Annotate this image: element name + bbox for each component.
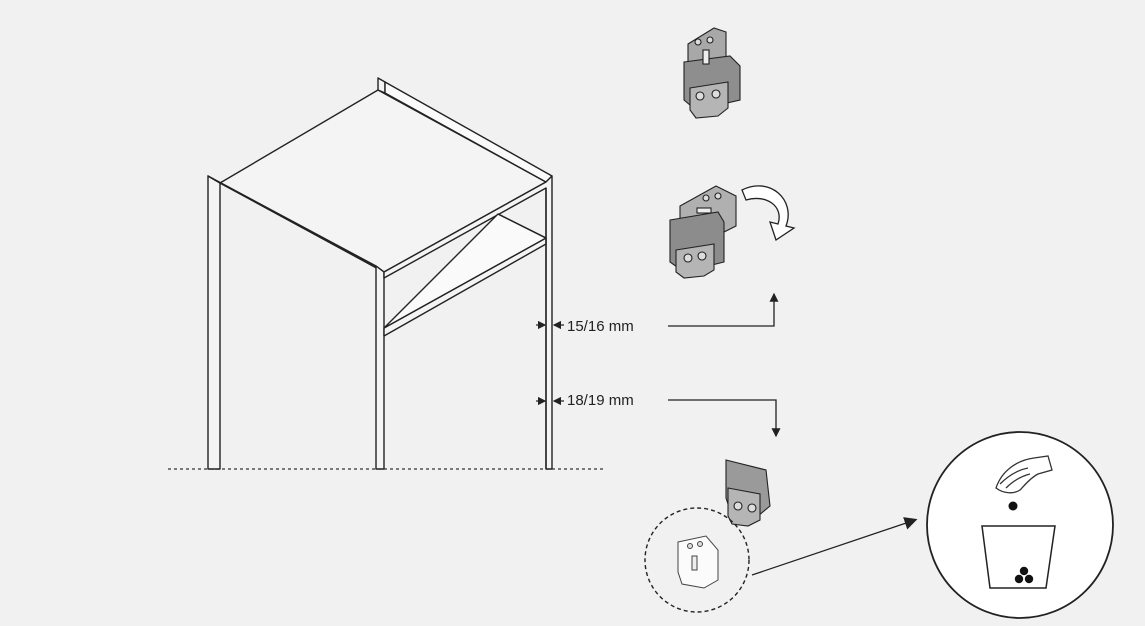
removed-plate-icon [677, 535, 719, 589]
leader-up-arrow [668, 292, 779, 327]
leader-discard-arrow [751, 517, 918, 576]
cabinet-back-rail [377, 77, 386, 94]
trash-bin-discard-icon [981, 525, 1056, 589]
bracket-rotating [669, 185, 737, 279]
curved-rotate-arrow-icon [741, 185, 796, 242]
detail-circle [644, 507, 750, 613]
bracket-assembled [683, 27, 741, 119]
leader-down-arrow [668, 399, 781, 438]
cabinet-front-panel [375, 265, 385, 470]
cabinet [207, 77, 553, 470]
thickness-markers [536, 320, 564, 406]
leader-arrows [668, 292, 918, 576]
dropping-hand-icon [995, 455, 1053, 494]
falling-part [1008, 501, 1018, 511]
discard-circle [926, 431, 1114, 619]
cabinet-left-panel [207, 175, 221, 470]
cabinet-right-panel [383, 175, 553, 470]
bracket-clip [725, 459, 771, 527]
lower-thickness-label: 18/19 mm [567, 392, 634, 409]
upper-thickness-label: 15/16 mm [567, 318, 634, 335]
